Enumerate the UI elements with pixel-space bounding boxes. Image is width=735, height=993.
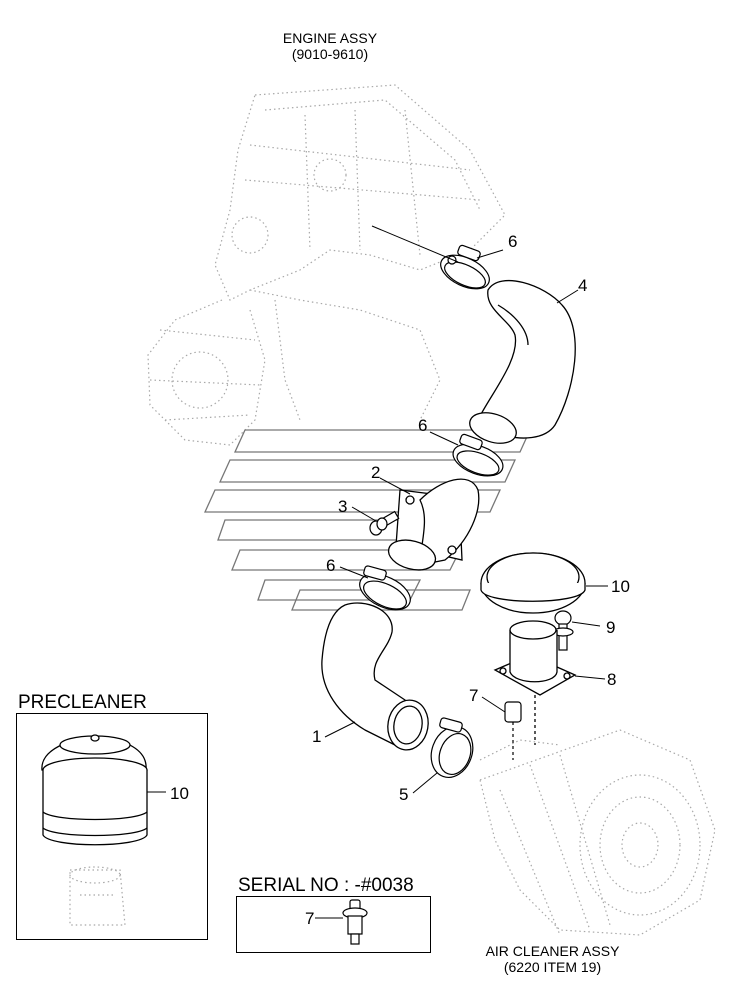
callout-6-middle: 6: [418, 416, 428, 435]
serial-number-box: [236, 896, 431, 953]
precleaner-canister: [41, 734, 148, 846]
callout-10-cap: 10: [611, 577, 630, 596]
clamp-6-lower: [359, 565, 411, 611]
bolt-3: [369, 510, 400, 536]
callout-3: 3: [338, 497, 348, 516]
engine-ghost: [147, 84, 506, 446]
leader-lines: [147, 225, 608, 919]
bolt-9: [552, 610, 574, 651]
callout-9: 9: [606, 618, 616, 637]
serial-number-title: SERIAL NO : -#0038: [238, 875, 414, 896]
elbow-2: [387, 478, 480, 571]
engine-assy-code: (9010-9610): [291, 46, 369, 62]
callout-7: 7: [469, 686, 479, 705]
callout-6-lower: 6: [326, 556, 336, 575]
cap-10: [480, 552, 586, 614]
hose-4: [469, 279, 576, 444]
callout-10-precleaner: 10: [170, 784, 189, 803]
air-cleaner-assy-code: (6220 ITEM 19): [503, 959, 602, 975]
callout-8: 8: [607, 670, 617, 689]
clamp-6-top: [440, 244, 490, 290]
clamp-6-middle: [452, 433, 504, 477]
flange-tube-8: [493, 620, 577, 745]
callout-2: 2: [371, 463, 381, 482]
callout-6-top: 6: [508, 232, 518, 251]
callout-1: 1: [312, 727, 322, 746]
precleaner-title: PRECLEANER: [18, 692, 147, 713]
precleaner-box: [16, 713, 208, 940]
air-cleaner-assy-title: AIR CLEANER ASSY: [485, 943, 620, 959]
engine-assy-title: ENGINE ASSY: [282, 30, 378, 46]
precleaner-base-ghost: [69, 866, 126, 926]
callout-7-serial: 7: [305, 909, 315, 928]
hose-1: [321, 602, 429, 751]
air-cleaner-ghost: [479, 729, 716, 936]
serial-sensor-7: [342, 899, 368, 945]
callout-4: 4: [578, 276, 588, 295]
sensor-7: [504, 701, 522, 760]
clamp-5: [430, 717, 474, 778]
callout-5: 5: [399, 785, 409, 804]
